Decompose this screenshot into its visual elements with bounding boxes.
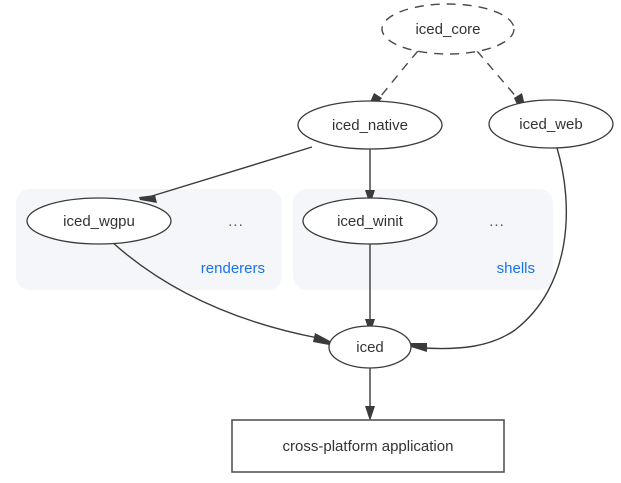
edge-iced-to-application xyxy=(365,367,375,421)
node-iced_wgpu[interactable]: iced_wgpu xyxy=(26,197,172,245)
node-renderers-more-label: ... xyxy=(228,213,244,230)
node-iced_core[interactable]: iced_core xyxy=(381,3,515,55)
cluster-renderers-label: renderers xyxy=(201,260,265,277)
edge-iced_wgpu-to-iced xyxy=(111,241,330,345)
node-shells-more-label: ... xyxy=(489,213,505,230)
node-iced_web[interactable]: iced_web xyxy=(488,99,614,149)
edge-iced_native-to-iced_wgpu xyxy=(139,146,313,203)
edge-iced_web-to-iced xyxy=(411,147,568,352)
node-iced[interactable]: iced xyxy=(328,325,412,369)
node-iced_native[interactable]: iced_native xyxy=(297,100,443,150)
cluster-shells-label: shells xyxy=(497,260,535,277)
node-application[interactable]: cross-platform application xyxy=(231,419,505,473)
node-iced_winit[interactable]: iced_winit xyxy=(302,197,438,245)
